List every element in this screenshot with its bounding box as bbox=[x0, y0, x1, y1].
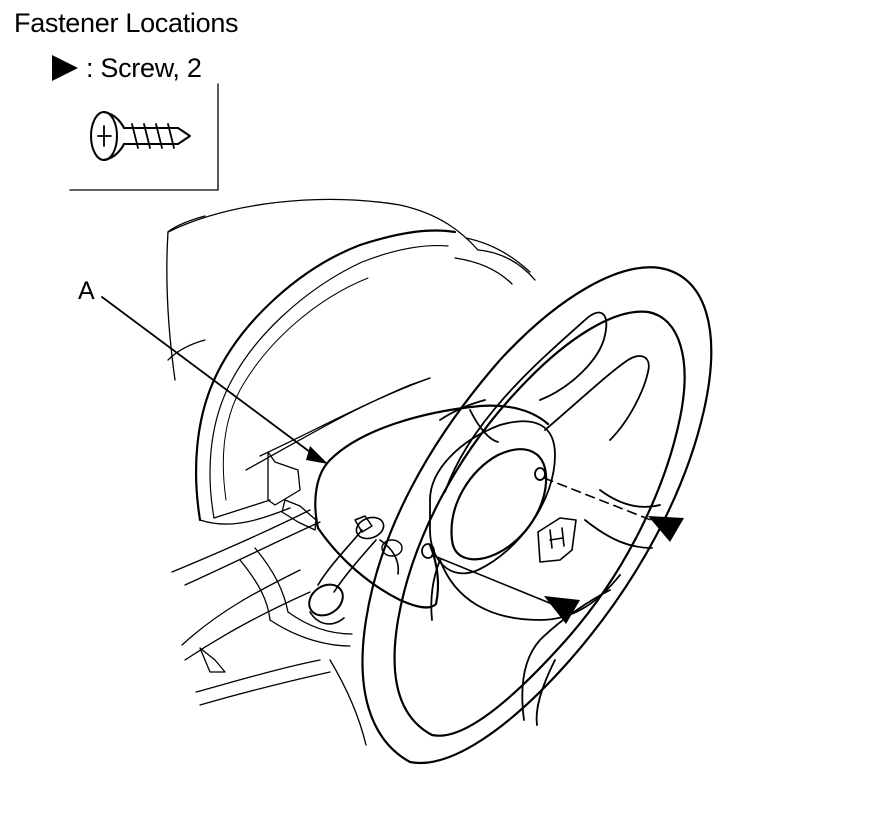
arrow-pointer-icon bbox=[306, 446, 328, 464]
callout-label-a: A bbox=[78, 277, 95, 305]
steering-wheel-rim bbox=[361, 266, 713, 765]
filled-triangle-icon bbox=[52, 55, 78, 81]
screw-pointer-lines bbox=[431, 477, 657, 605]
filled-triangle-icon bbox=[544, 596, 580, 624]
page-title: Fastener Locations bbox=[14, 8, 239, 38]
lower-dashboard bbox=[171, 451, 367, 746]
screw-legend-box bbox=[69, 83, 219, 191]
column-cover-a bbox=[314, 404, 550, 609]
screw-holes bbox=[421, 467, 546, 559]
screw-arrow-triangles bbox=[544, 516, 684, 624]
filled-triangle-icon bbox=[648, 516, 684, 542]
instrument-panel bbox=[166, 198, 536, 525]
callout-a-leader bbox=[101, 296, 328, 464]
combination-switch-lever bbox=[308, 516, 403, 625]
screw-icon bbox=[90, 111, 191, 161]
legend-row: : Screw, 2 bbox=[50, 52, 202, 84]
legend-text: : Screw, 2 bbox=[86, 52, 202, 83]
steering-wheel-hub bbox=[429, 311, 661, 726]
